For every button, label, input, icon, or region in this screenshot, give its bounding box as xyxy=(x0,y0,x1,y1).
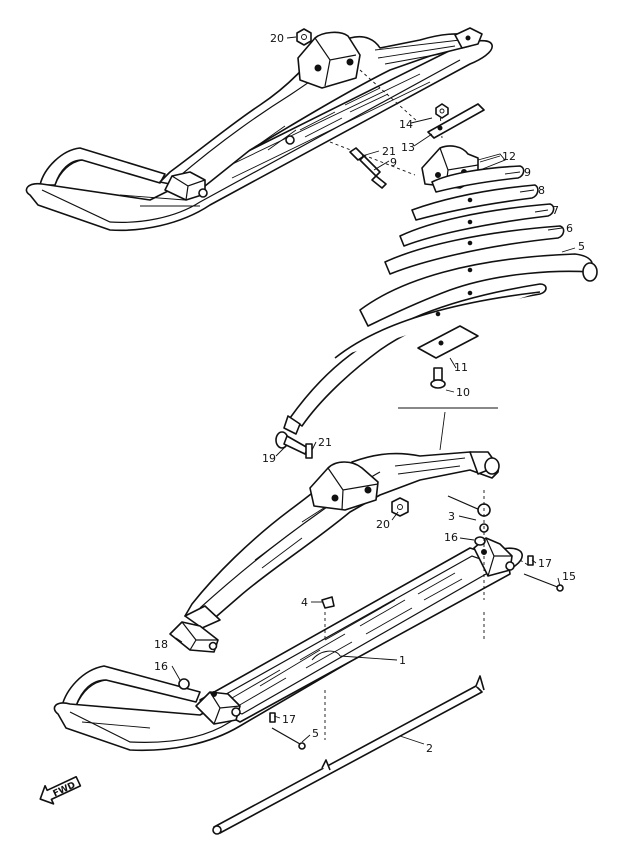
callout-19: 19 xyxy=(262,452,276,465)
callout-16: 16 xyxy=(154,660,168,673)
callout-15: 15 xyxy=(562,570,576,583)
washer-part xyxy=(474,536,486,546)
callout-5: 5 xyxy=(578,240,585,253)
spring-leaf-part xyxy=(431,165,525,193)
bolt-part xyxy=(349,147,387,189)
washer-part xyxy=(178,678,190,690)
fwd-arrow-icon: FWD xyxy=(39,775,82,805)
callout-18: 18 xyxy=(154,638,168,651)
callout-6: 6 xyxy=(566,222,573,235)
callout-9: 9 xyxy=(524,166,531,179)
callout-16: 16 xyxy=(444,531,458,544)
bolt-part xyxy=(321,596,335,609)
callout-8: 8 xyxy=(538,184,545,197)
callout-3: 3 xyxy=(448,510,455,523)
callout-21: 21 xyxy=(318,436,332,449)
callout-17: 17 xyxy=(538,557,552,570)
bottom-ski-assembly xyxy=(53,451,523,752)
callout-20: 20 xyxy=(376,518,390,531)
clamp-plate-part xyxy=(427,103,485,139)
callout-13: 13 xyxy=(401,141,415,154)
spring-leaf-part xyxy=(399,203,555,247)
spring-leaf-part xyxy=(384,225,565,275)
callout-4: 4 xyxy=(301,596,308,609)
long-leaf-part xyxy=(289,283,547,427)
top-ski-assembly xyxy=(25,27,493,232)
main-leaf-part xyxy=(359,253,598,327)
bolt-part xyxy=(275,431,313,459)
bolt-part xyxy=(430,367,446,389)
callout-10: 10 xyxy=(456,386,470,399)
callout-20: 20 xyxy=(270,32,284,45)
callout-11: 11 xyxy=(454,361,468,374)
callout-14: 14 xyxy=(399,118,413,131)
callout-7: 7 xyxy=(552,204,559,217)
nut-part xyxy=(296,28,312,46)
callout-17: 17 xyxy=(282,713,296,726)
callout-5: 5 xyxy=(312,727,319,740)
leaf-plate-part xyxy=(417,325,479,359)
callout-1: 1 xyxy=(399,654,406,667)
wear-bar-part xyxy=(212,675,485,835)
callout-labels: 20 14 13 21 9 12 9 8 7 6 5 11 10 21 19 2… xyxy=(154,32,585,755)
callout-2: 2 xyxy=(426,742,433,755)
leader-lines xyxy=(171,36,576,745)
callout-9: 9 xyxy=(390,156,397,169)
spring-leaf-part xyxy=(411,184,539,221)
nut-part xyxy=(391,497,409,517)
bolt-part xyxy=(269,712,306,750)
callout-12: 12 xyxy=(502,150,516,163)
callout-21: 21 xyxy=(382,145,396,158)
